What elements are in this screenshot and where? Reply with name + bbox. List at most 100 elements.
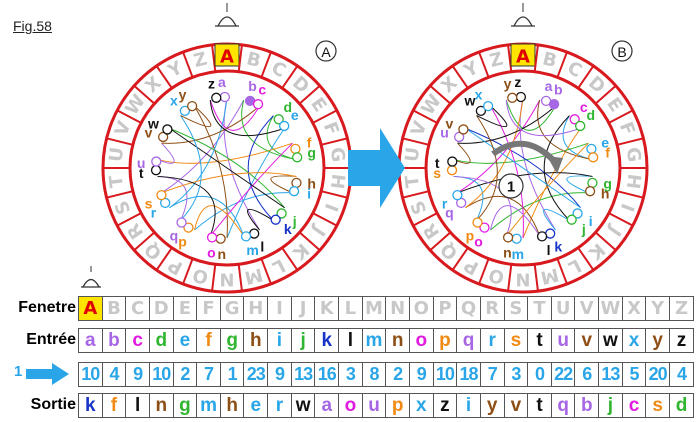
ring-divider — [182, 51, 194, 78]
ring-divider — [182, 258, 194, 285]
inner-letter: r — [151, 205, 157, 221]
sortie-cell: u — [361, 393, 387, 418]
wire-node — [502, 232, 514, 243]
wheel-badge-label: A — [321, 44, 331, 60]
sortie-cell: m — [196, 393, 221, 418]
ring-divider — [412, 109, 438, 124]
center-badge-label: 1 — [507, 179, 515, 196]
ring-divider — [312, 212, 338, 227]
ring-divider — [116, 109, 142, 124]
ring-divider — [507, 44, 513, 72]
wire-node — [273, 114, 284, 125]
ring-divider — [616, 190, 644, 199]
inner-letter: j — [292, 213, 297, 229]
inner-letter: a — [218, 74, 226, 90]
inner-letter: b — [554, 82, 563, 98]
entree-cell: f — [196, 328, 221, 353]
fenetre-cell: H — [243, 296, 269, 321]
inner-letter: l — [260, 238, 264, 254]
wire — [193, 205, 245, 237]
outer-letter: O — [190, 264, 210, 288]
wire-node — [276, 208, 287, 219]
wire-node — [179, 105, 191, 116]
ring-divider — [106, 190, 134, 199]
sortie-cell: b — [574, 393, 600, 418]
ring-divider — [608, 212, 634, 227]
sortie-cell: v — [503, 393, 529, 418]
wire-node — [586, 143, 597, 155]
eye-icon — [511, 3, 535, 27]
ring-divider — [507, 264, 513, 292]
shift-cell: 13 — [290, 362, 316, 387]
wire-node — [472, 217, 483, 228]
inner-letter: x — [170, 92, 178, 108]
sortie-cell: r — [267, 393, 292, 418]
outer-letter: A — [516, 47, 530, 68]
ring-divider — [594, 85, 617, 105]
wire — [180, 115, 202, 221]
wire-node — [511, 233, 522, 244]
wire-node — [475, 105, 487, 116]
shift-cell: 9 — [408, 362, 434, 387]
wire — [209, 99, 260, 131]
fenetre-cell: V — [574, 296, 600, 321]
wire-node — [548, 99, 560, 110]
outer-letter: H — [622, 173, 645, 190]
fenetre-cell: Z — [669, 296, 694, 321]
wire-node — [151, 156, 162, 167]
wire-node — [157, 131, 169, 143]
inner-letter: i — [589, 213, 593, 229]
outer-letter: O — [486, 264, 506, 288]
sortie-cell: a — [314, 393, 340, 418]
outer-letter: U — [402, 146, 425, 163]
inner-letter: e — [291, 107, 299, 123]
entree-cell: p — [432, 328, 458, 353]
inner-letter: z — [208, 75, 215, 91]
inner-letter: r — [442, 195, 448, 211]
wire — [465, 127, 581, 209]
ring-divider — [533, 44, 539, 72]
wire-node — [215, 233, 226, 244]
outer-letter: H — [326, 173, 349, 190]
wire — [180, 105, 212, 128]
wheel-badge-label: B — [617, 44, 626, 60]
entree-cell: n — [385, 328, 410, 353]
outer-letter: A — [220, 47, 234, 68]
wire — [453, 142, 471, 164]
inner-letter: n — [218, 246, 227, 262]
sortie-cell: o — [338, 393, 363, 418]
shift-cell: 2 — [385, 362, 410, 387]
wire-node — [575, 120, 586, 132]
entree-label: Entrée — [26, 331, 76, 348]
wire-node — [291, 177, 302, 189]
wire-node — [292, 152, 303, 163]
fenetre-cell: Y — [645, 296, 671, 321]
sortie-cell: t — [527, 393, 552, 418]
shift-cell: 3 — [503, 362, 529, 387]
inner-letter: s — [145, 195, 153, 211]
wire — [537, 99, 593, 161]
shift-cell: 9 — [125, 362, 150, 387]
fenetre-cell: N — [385, 296, 410, 321]
inner-letter: k — [554, 238, 562, 254]
ring-divider — [616, 137, 644, 146]
inner-letter: y — [179, 86, 187, 102]
ring-divider — [106, 137, 134, 146]
sortie-cell: w — [290, 393, 316, 418]
wire — [465, 97, 524, 209]
fenetre-cell: P — [432, 296, 458, 321]
ring-divider — [577, 247, 595, 271]
wire — [247, 208, 274, 231]
inner-letter: t — [139, 165, 144, 181]
fenetre-cell: U — [550, 296, 576, 321]
shift-cell: 0 — [527, 362, 552, 387]
outer-letter: B — [244, 48, 262, 72]
shift-cell: 20 — [645, 362, 671, 387]
wire-node — [479, 222, 490, 233]
ring-divider — [478, 51, 490, 78]
inner-letter: q — [170, 228, 179, 244]
fenetre-cell: S — [503, 296, 529, 321]
wire — [209, 99, 285, 137]
outer-letter: G — [622, 146, 645, 163]
